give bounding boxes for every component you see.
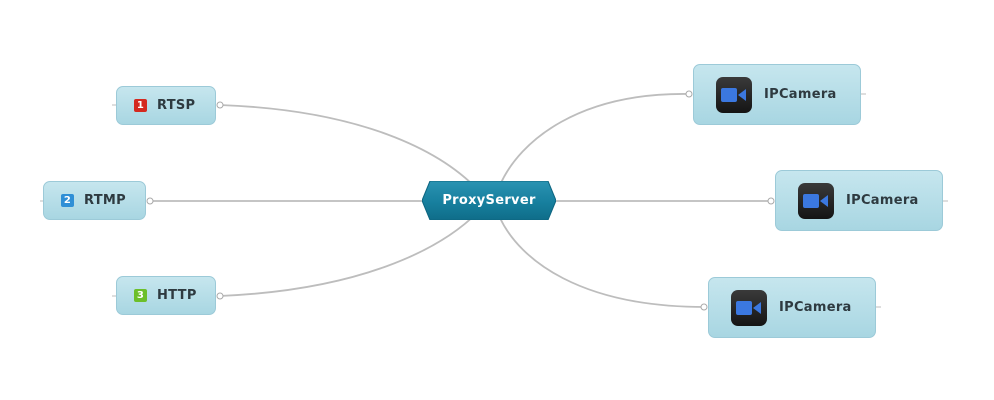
priority-1-badge: 1 bbox=[134, 99, 147, 112]
port-rtsp bbox=[216, 101, 224, 109]
node-http[interactable]: 3 HTTP bbox=[116, 276, 216, 315]
node-http-label: HTTP bbox=[157, 288, 197, 303]
port-camera-1 bbox=[685, 90, 693, 98]
node-ipcamera-1-label: IPCamera bbox=[764, 87, 837, 102]
video-camera-icon bbox=[798, 182, 834, 219]
connector-rtsp bbox=[219, 104, 479, 191]
node-ipcamera-1[interactable]: IPCamera bbox=[693, 64, 861, 125]
node-ipcamera-2[interactable]: IPCamera bbox=[775, 170, 943, 231]
node-ipcamera-2-label: IPCamera bbox=[846, 193, 919, 208]
node-rtsp[interactable]: 1 RTSP bbox=[116, 86, 216, 125]
port-http bbox=[216, 292, 224, 300]
port-rtmp bbox=[146, 197, 154, 205]
proxyserver-shape bbox=[422, 181, 556, 220]
video-camera-icon bbox=[716, 76, 752, 113]
connector-http bbox=[219, 211, 479, 297]
video-camera-icon bbox=[731, 289, 767, 326]
node-proxyserver-label: ProxyServer bbox=[442, 193, 536, 208]
port-camera-3 bbox=[700, 303, 708, 311]
node-ipcamera-3-label: IPCamera bbox=[779, 300, 852, 315]
priority-3-badge: 3 bbox=[134, 289, 147, 302]
node-ipcamera-3[interactable]: IPCamera bbox=[708, 277, 876, 338]
port-camera-2 bbox=[767, 197, 775, 205]
node-rtmp-label: RTMP bbox=[84, 193, 126, 208]
priority-2-badge: 2 bbox=[61, 194, 74, 207]
node-rtmp[interactable]: 2 RTMP bbox=[43, 181, 146, 220]
node-rtsp-label: RTSP bbox=[157, 98, 196, 113]
connector-camera-3 bbox=[499, 217, 706, 308]
node-proxyserver[interactable]: ProxyServer bbox=[422, 181, 556, 220]
connector-camera-1 bbox=[499, 93, 691, 186]
